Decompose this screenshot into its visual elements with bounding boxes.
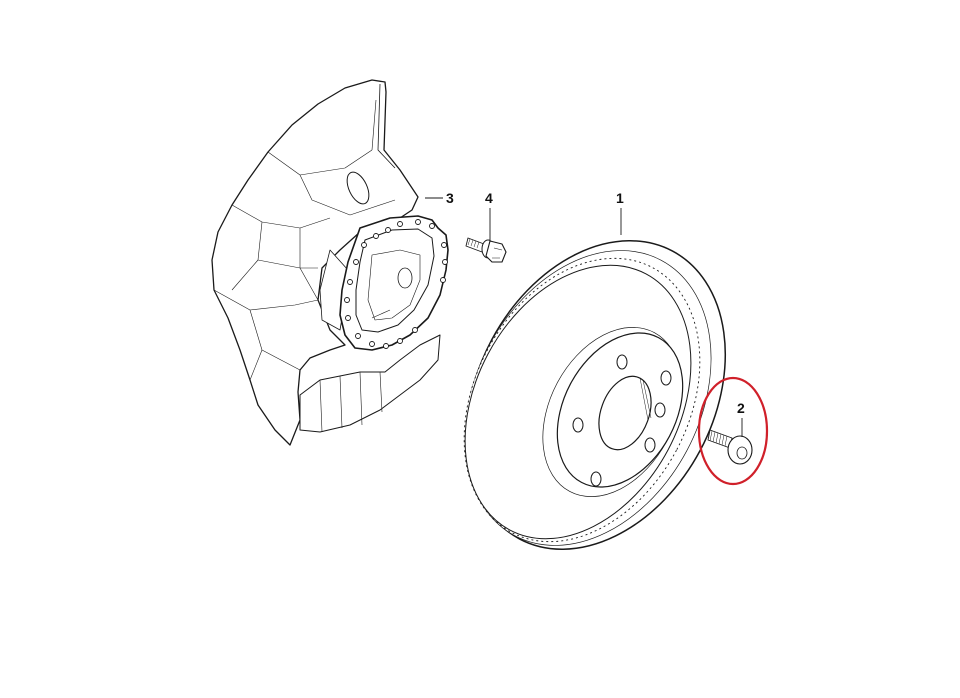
callout-part-4: 4	[485, 190, 493, 206]
leader-lines	[425, 197, 743, 437]
retaining-screw-part	[707, 429, 753, 465]
callout-part-2: 2	[737, 400, 745, 416]
shield-flange	[339, 215, 449, 351]
dust-shield-part	[211, 79, 441, 446]
brake-disc-part	[463, 240, 727, 550]
highlight-ellipse	[697, 376, 769, 486]
callout-part-3: 3	[446, 190, 454, 206]
callout-part-1: 1	[616, 190, 624, 206]
hex-bolt-part	[465, 237, 507, 263]
